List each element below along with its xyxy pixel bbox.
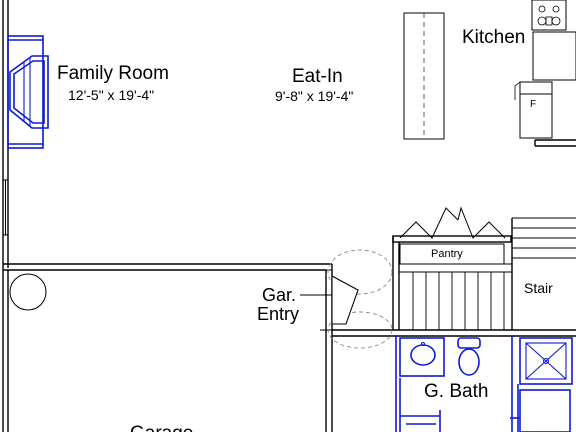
- family-room-dims: 12'-5" x 19'-4": [68, 87, 155, 103]
- stair-name: Stair: [524, 280, 553, 296]
- kitchen-counters: [514, 0, 576, 139]
- kitchen-name: Kitchen: [461, 27, 527, 48]
- eat-in-name: Eat-In: [292, 66, 343, 87]
- bath-fixtures: [395, 336, 573, 432]
- garage-entry-line2: Entry: [257, 304, 300, 324]
- water-heater: [9, 273, 47, 311]
- family-room-name: Family Room: [57, 63, 169, 84]
- g-bath-name: G. Bath: [422, 381, 491, 402]
- pantry-name: Pantry: [431, 248, 463, 260]
- refrigerator-label: F: [530, 99, 537, 110]
- stair: [398, 217, 576, 331]
- garage-entry-line1: Gar.: [262, 285, 297, 305]
- garage-name: Garage: [130, 424, 193, 432]
- door-swings: [300, 249, 393, 349]
- fireplace: [7, 35, 49, 149]
- eat-in-dims: 9'-8" x 19'-4": [275, 88, 354, 104]
- kitchen-island: [403, 12, 445, 140]
